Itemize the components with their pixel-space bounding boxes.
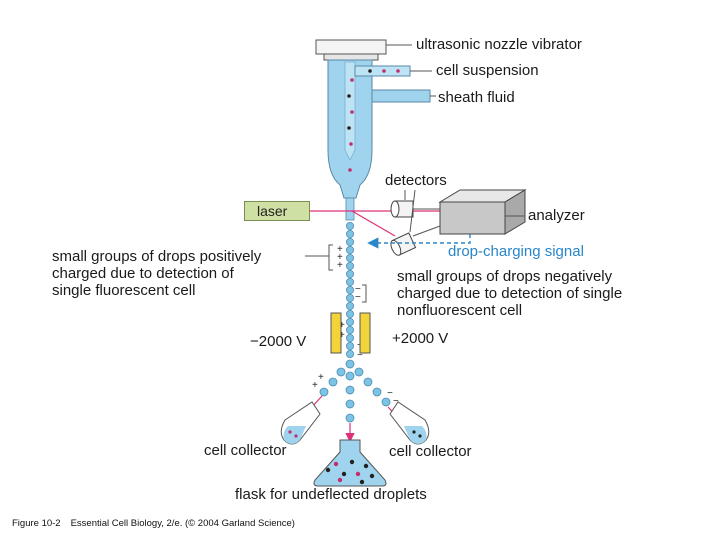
positive-groups-line-1: small groups of drops positively [52, 248, 262, 265]
deflection-plate-positive [359, 312, 371, 354]
figure-number: Figure 10-2 [12, 518, 61, 529]
deflection-plate-negative [330, 312, 342, 354]
svg-text:+: + [339, 320, 345, 331]
svg-text:−: − [355, 292, 361, 303]
negative-groups-label: small groups of drops negatively charged… [397, 268, 622, 319]
negative-groups-line-2: charged due to detection of single [397, 285, 623, 302]
svg-text:−: − [355, 284, 361, 295]
negative-groups-line-3: nonfluorescent cell [397, 302, 523, 319]
detectors-label: detectors [385, 172, 447, 189]
fluid-stream [345, 197, 355, 221]
svg-text:+: + [318, 372, 324, 383]
positive-groups-line-3: single fluorescent cell [52, 282, 196, 299]
sheath-fluid-label: sheath fluid [438, 89, 515, 106]
cell-suspension-label: cell suspension [436, 62, 539, 79]
drop-charging-signal-line [367, 234, 471, 249]
voltage-left-label: −2000 V [250, 333, 307, 350]
analyzer-label: analyzer [528, 207, 585, 224]
flask-label: flask for undeflected droplets [235, 486, 427, 503]
positive-groups-line-2: charged due to detection of [52, 265, 234, 282]
drop-charging-signal-label: drop-charging signal [448, 243, 584, 260]
laser-label: laser [257, 203, 288, 219]
nozzle-vibrator-label: ultrasonic nozzle vibrator [416, 36, 582, 53]
detector-icon [390, 200, 414, 218]
nozzle-body [327, 59, 431, 199]
positive-groups-label: small groups of drops positively charged… [52, 248, 261, 299]
figure-caption: Figure 10-2 Essential Cell Biology, 2/e. … [12, 518, 295, 529]
nozzle-vibrator-icon [315, 39, 387, 61]
left-cell-collector-tube [280, 401, 321, 445]
droplet-stream [319, 221, 391, 423]
negative-groups-line-1: small groups of drops negatively [397, 268, 613, 285]
svg-text:−: − [357, 350, 363, 361]
detector-icon-2 [390, 232, 417, 256]
svg-text:+: + [339, 330, 345, 341]
svg-text:+: + [337, 252, 343, 263]
voltage-right-label: +2000 V [392, 330, 449, 347]
charge-signs: +++ −− ++ −− ++ −− [312, 244, 399, 407]
figure-source: Essential Cell Biology, 2/e. (© 2004 Gar… [70, 518, 295, 529]
svg-text:+: + [337, 244, 343, 255]
svg-text:−: − [393, 396, 399, 407]
analyzer-icon [438, 189, 527, 235]
right-cell-collector-tube [389, 401, 430, 445]
svg-text:+: + [312, 380, 318, 391]
flask-icon [313, 439, 387, 487]
cell-collector-right-label: cell collector [389, 443, 472, 460]
svg-text:+: + [337, 260, 343, 271]
laser-box: laser [244, 201, 310, 221]
cell-collector-left-label: cell collector [204, 442, 287, 459]
svg-text:−: − [387, 388, 393, 399]
